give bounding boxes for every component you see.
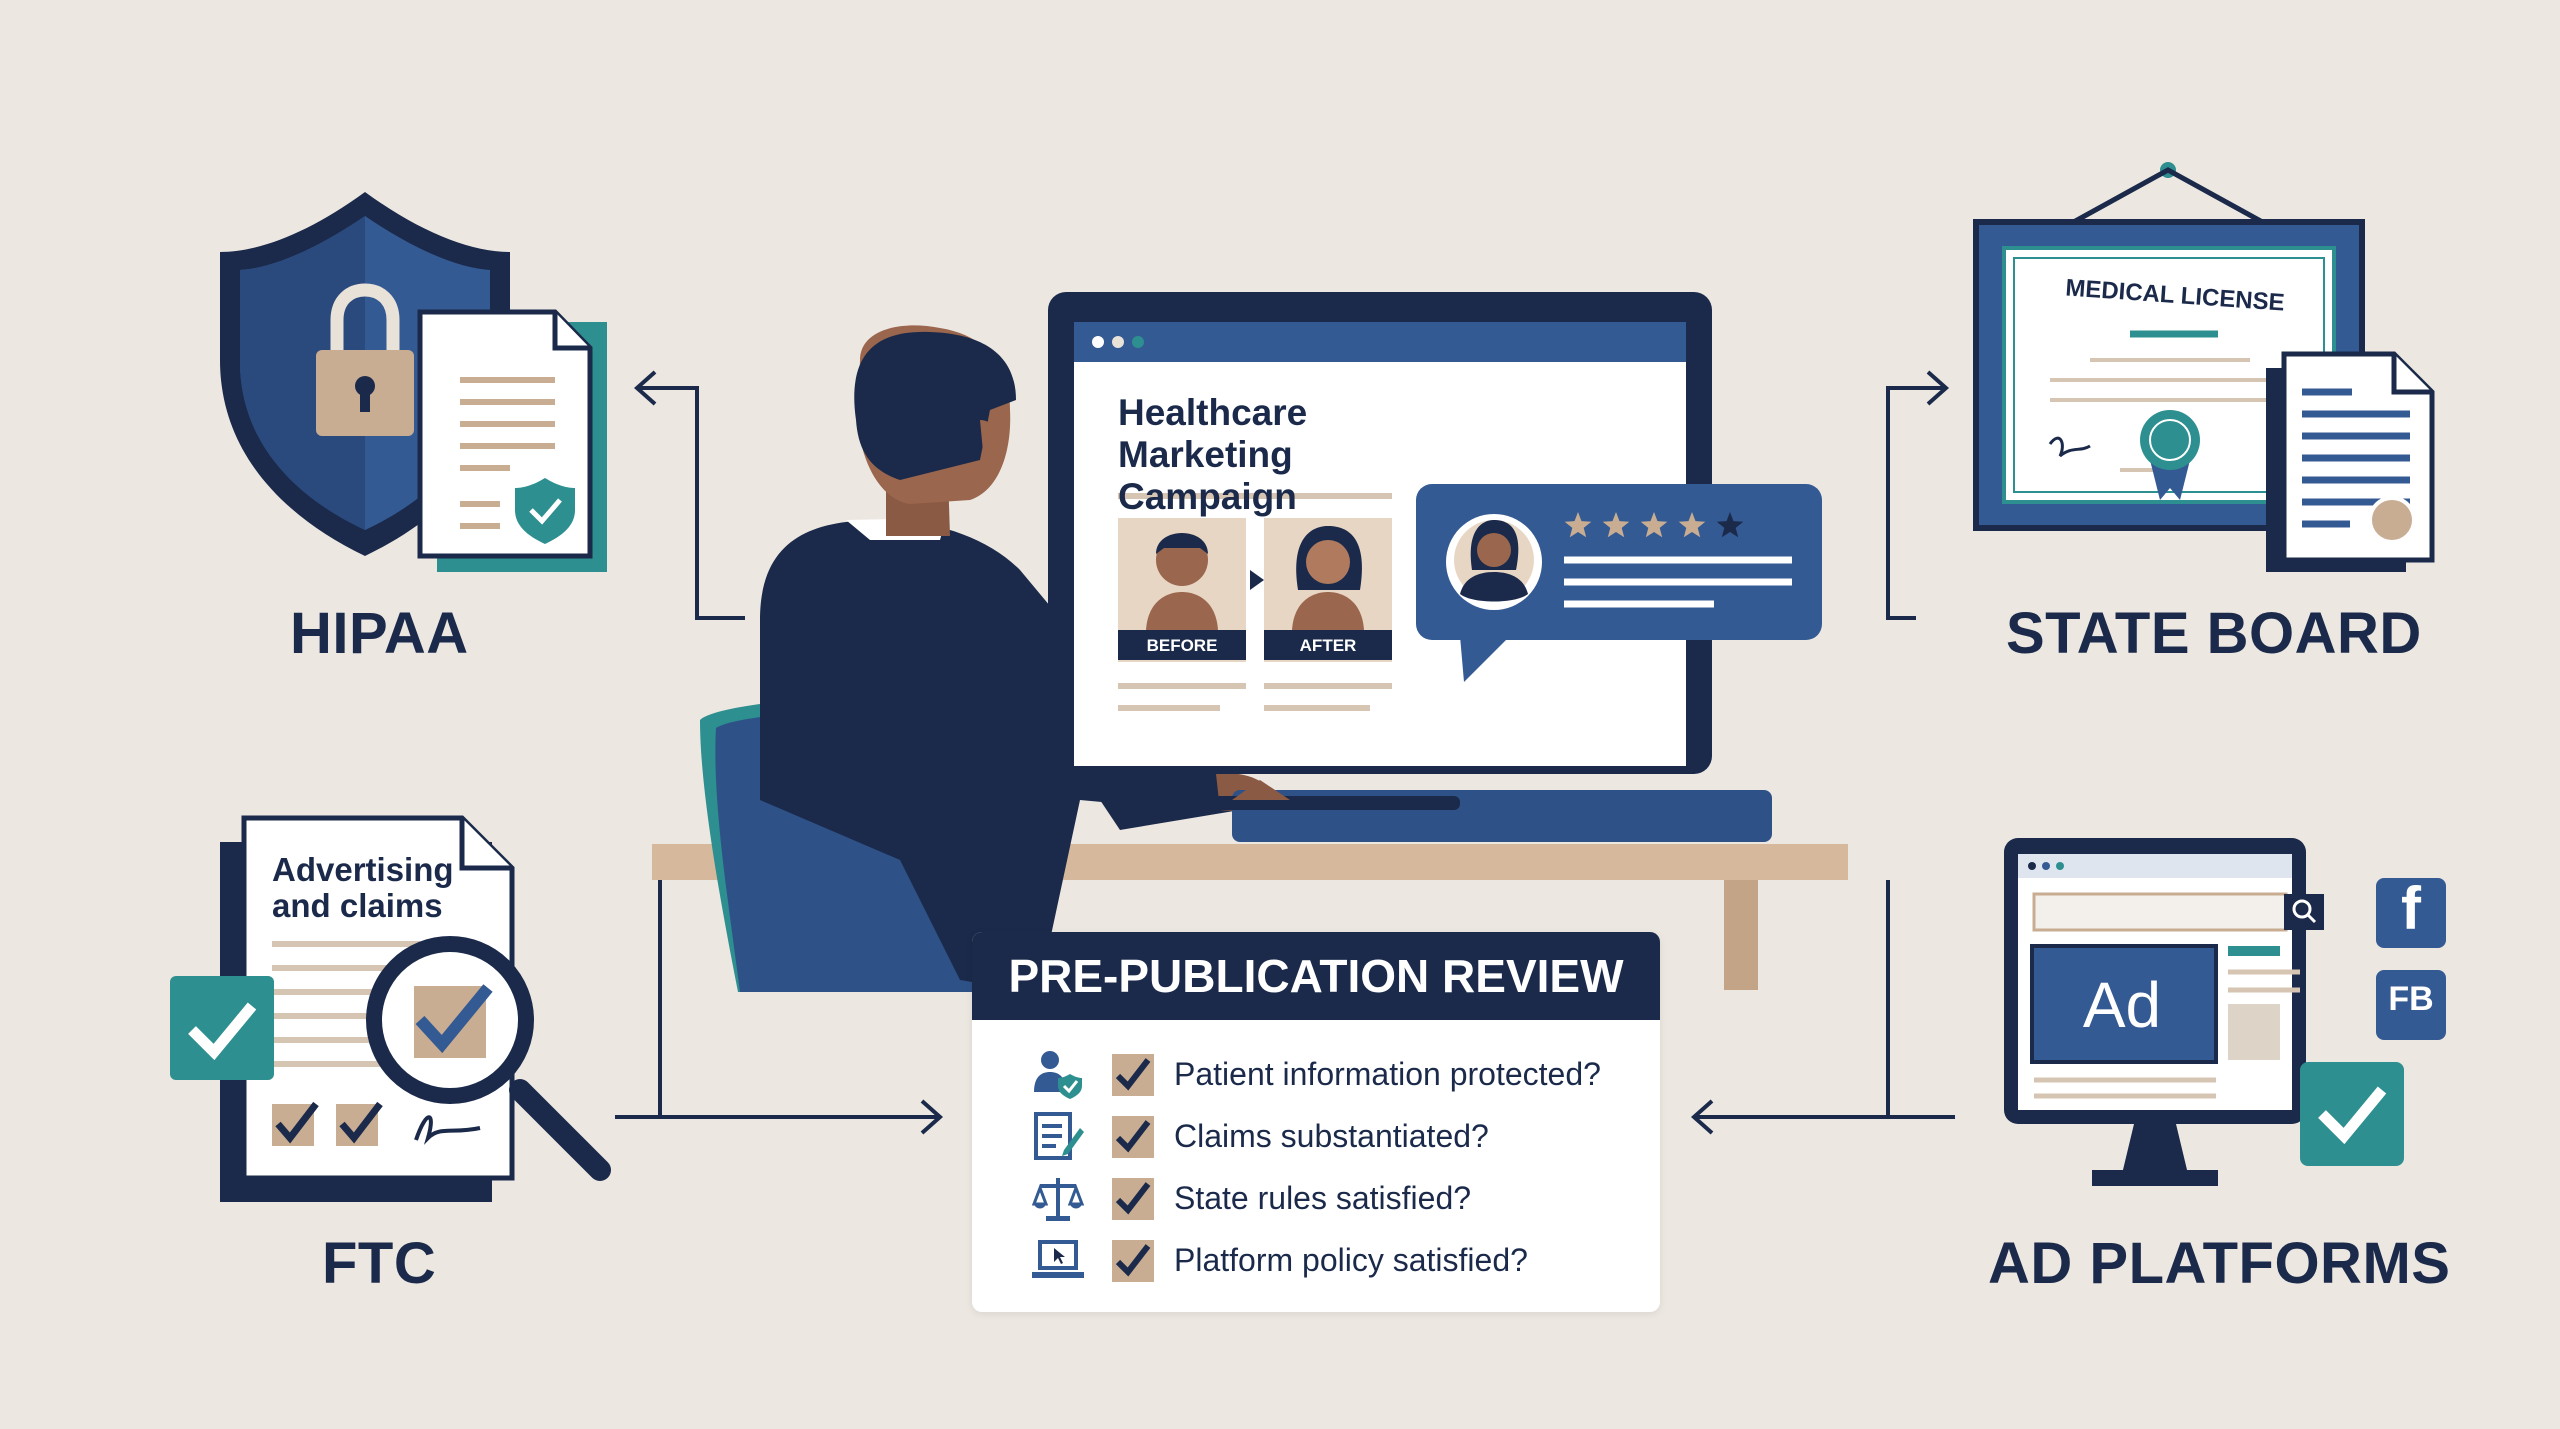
- star-icon: [1678, 512, 1706, 538]
- review-item-text: Platform policy satisfied?: [1174, 1242, 1528, 1278]
- ad-label: Ad: [2082, 969, 2162, 1041]
- campaign-title: Healthcare Marketing Campaign: [1118, 392, 1308, 517]
- arrow-head-hipaa: [633, 370, 657, 406]
- fb-label: FB: [2388, 980, 2434, 1018]
- ftc-label: FTC: [322, 1231, 437, 1296]
- after-label: AFTER: [1299, 636, 1357, 655]
- review-item: Patient information protected?: [972, 1046, 1660, 1102]
- magnifier-icon: [366, 936, 611, 1181]
- arrow-head-ftc: [920, 1099, 944, 1135]
- patient-shield-icon: [1034, 1051, 1082, 1099]
- laptop: [1048, 292, 1772, 842]
- scales-icon: [1032, 1178, 1084, 1221]
- review-bubble: [1416, 484, 1822, 682]
- review-item: State rules satisfied?: [972, 1170, 1660, 1226]
- review-item-text: State rules satisfied?: [1174, 1180, 1472, 1216]
- state-board-label: STATE BOARD: [2006, 601, 2422, 666]
- document-pen-icon: [1034, 1112, 1084, 1160]
- ftc-document-title: Advertising and claims: [272, 851, 454, 924]
- star-icon: [1602, 512, 1630, 538]
- facebook-glyph: f: [2401, 875, 2421, 942]
- review-item-text: Patient information protected?: [1174, 1056, 1601, 1092]
- facebook-icon: [2376, 878, 2446, 948]
- ad-platforms-label: AD PLATFORMS: [1988, 1231, 2451, 1296]
- star-icon: [1564, 512, 1592, 538]
- review-check-icon: [1112, 1240, 1154, 1282]
- ad-monitor-icon: [2004, 838, 2324, 1186]
- pre-publication-review-panel: PRE-PUBLICATION REVIEW Patient informati…: [972, 932, 1660, 1312]
- ad-teal-check-icon: [2300, 1062, 2404, 1166]
- ftc-teal-check-icon: [170, 976, 274, 1080]
- person-at-computer: [760, 325, 1272, 990]
- review-check-icon: [1112, 1116, 1154, 1158]
- arrow-to-hipaa: [640, 386, 745, 620]
- review-title: PRE-PUBLICATION REVIEW: [972, 932, 1660, 1020]
- arrow-to-state-board: [1886, 386, 1944, 620]
- before-label: BEFORE: [1146, 636, 1218, 655]
- fb-badge-icon: [2376, 970, 2446, 1040]
- hipaa-document-icon: [417, 309, 607, 572]
- star-icon: [1640, 512, 1668, 538]
- connector-arrows: [615, 370, 1955, 1135]
- review-check-icon: [1112, 1178, 1154, 1220]
- rating-stars: [1564, 512, 1744, 538]
- license-document-icon: [2266, 351, 2435, 572]
- laptop-cursor-icon: [1032, 1240, 1084, 1278]
- review-item-text: Claims substantiated?: [1174, 1118, 1489, 1154]
- review-check-icon: [1112, 1054, 1154, 1096]
- arrow-head-ad: [1690, 1099, 1714, 1135]
- review-item: Claims substantiated?: [972, 1108, 1660, 1164]
- hipaa-label: HIPAA: [290, 601, 469, 666]
- review-item: Platform policy satisfied?: [972, 1232, 1660, 1288]
- star-icon: [1716, 512, 1744, 538]
- arrow-head-state-board: [1926, 370, 1950, 406]
